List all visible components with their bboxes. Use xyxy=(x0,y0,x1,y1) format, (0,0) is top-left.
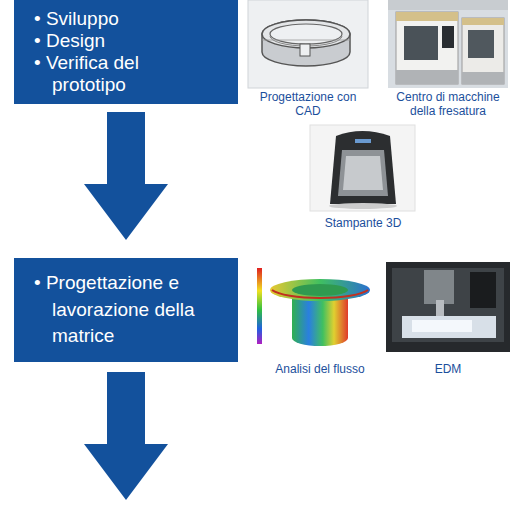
edm-illustration xyxy=(386,262,510,352)
bullet-text: • Design xyxy=(34,30,206,52)
image-caption: Stampante 3D xyxy=(300,216,426,230)
image-caption: EDM xyxy=(384,362,512,376)
flow-arrow xyxy=(84,112,168,240)
bullet-text: • Sviluppo xyxy=(34,8,206,30)
process-box: • Progettazione e lavorazione della matr… xyxy=(14,258,238,362)
image-caption: Analisi del flusso xyxy=(256,362,384,376)
image-caption: Progettazione con CAD xyxy=(246,90,370,118)
printer-illustration xyxy=(310,125,415,211)
cad-illustration xyxy=(248,0,368,88)
flow-analysis-illustration xyxy=(257,268,370,346)
milling-illustration xyxy=(388,0,508,88)
process-box: • Sviluppo• Design• Verifica del prototi… xyxy=(14,0,238,104)
image-caption: Centro di macchine della fresatura xyxy=(382,90,514,118)
bullet-text: • Verifica del prototipo xyxy=(34,52,206,96)
flow-arrow xyxy=(84,372,168,500)
bullet-text: • Progettazione e lavorazione della matr… xyxy=(34,270,206,350)
